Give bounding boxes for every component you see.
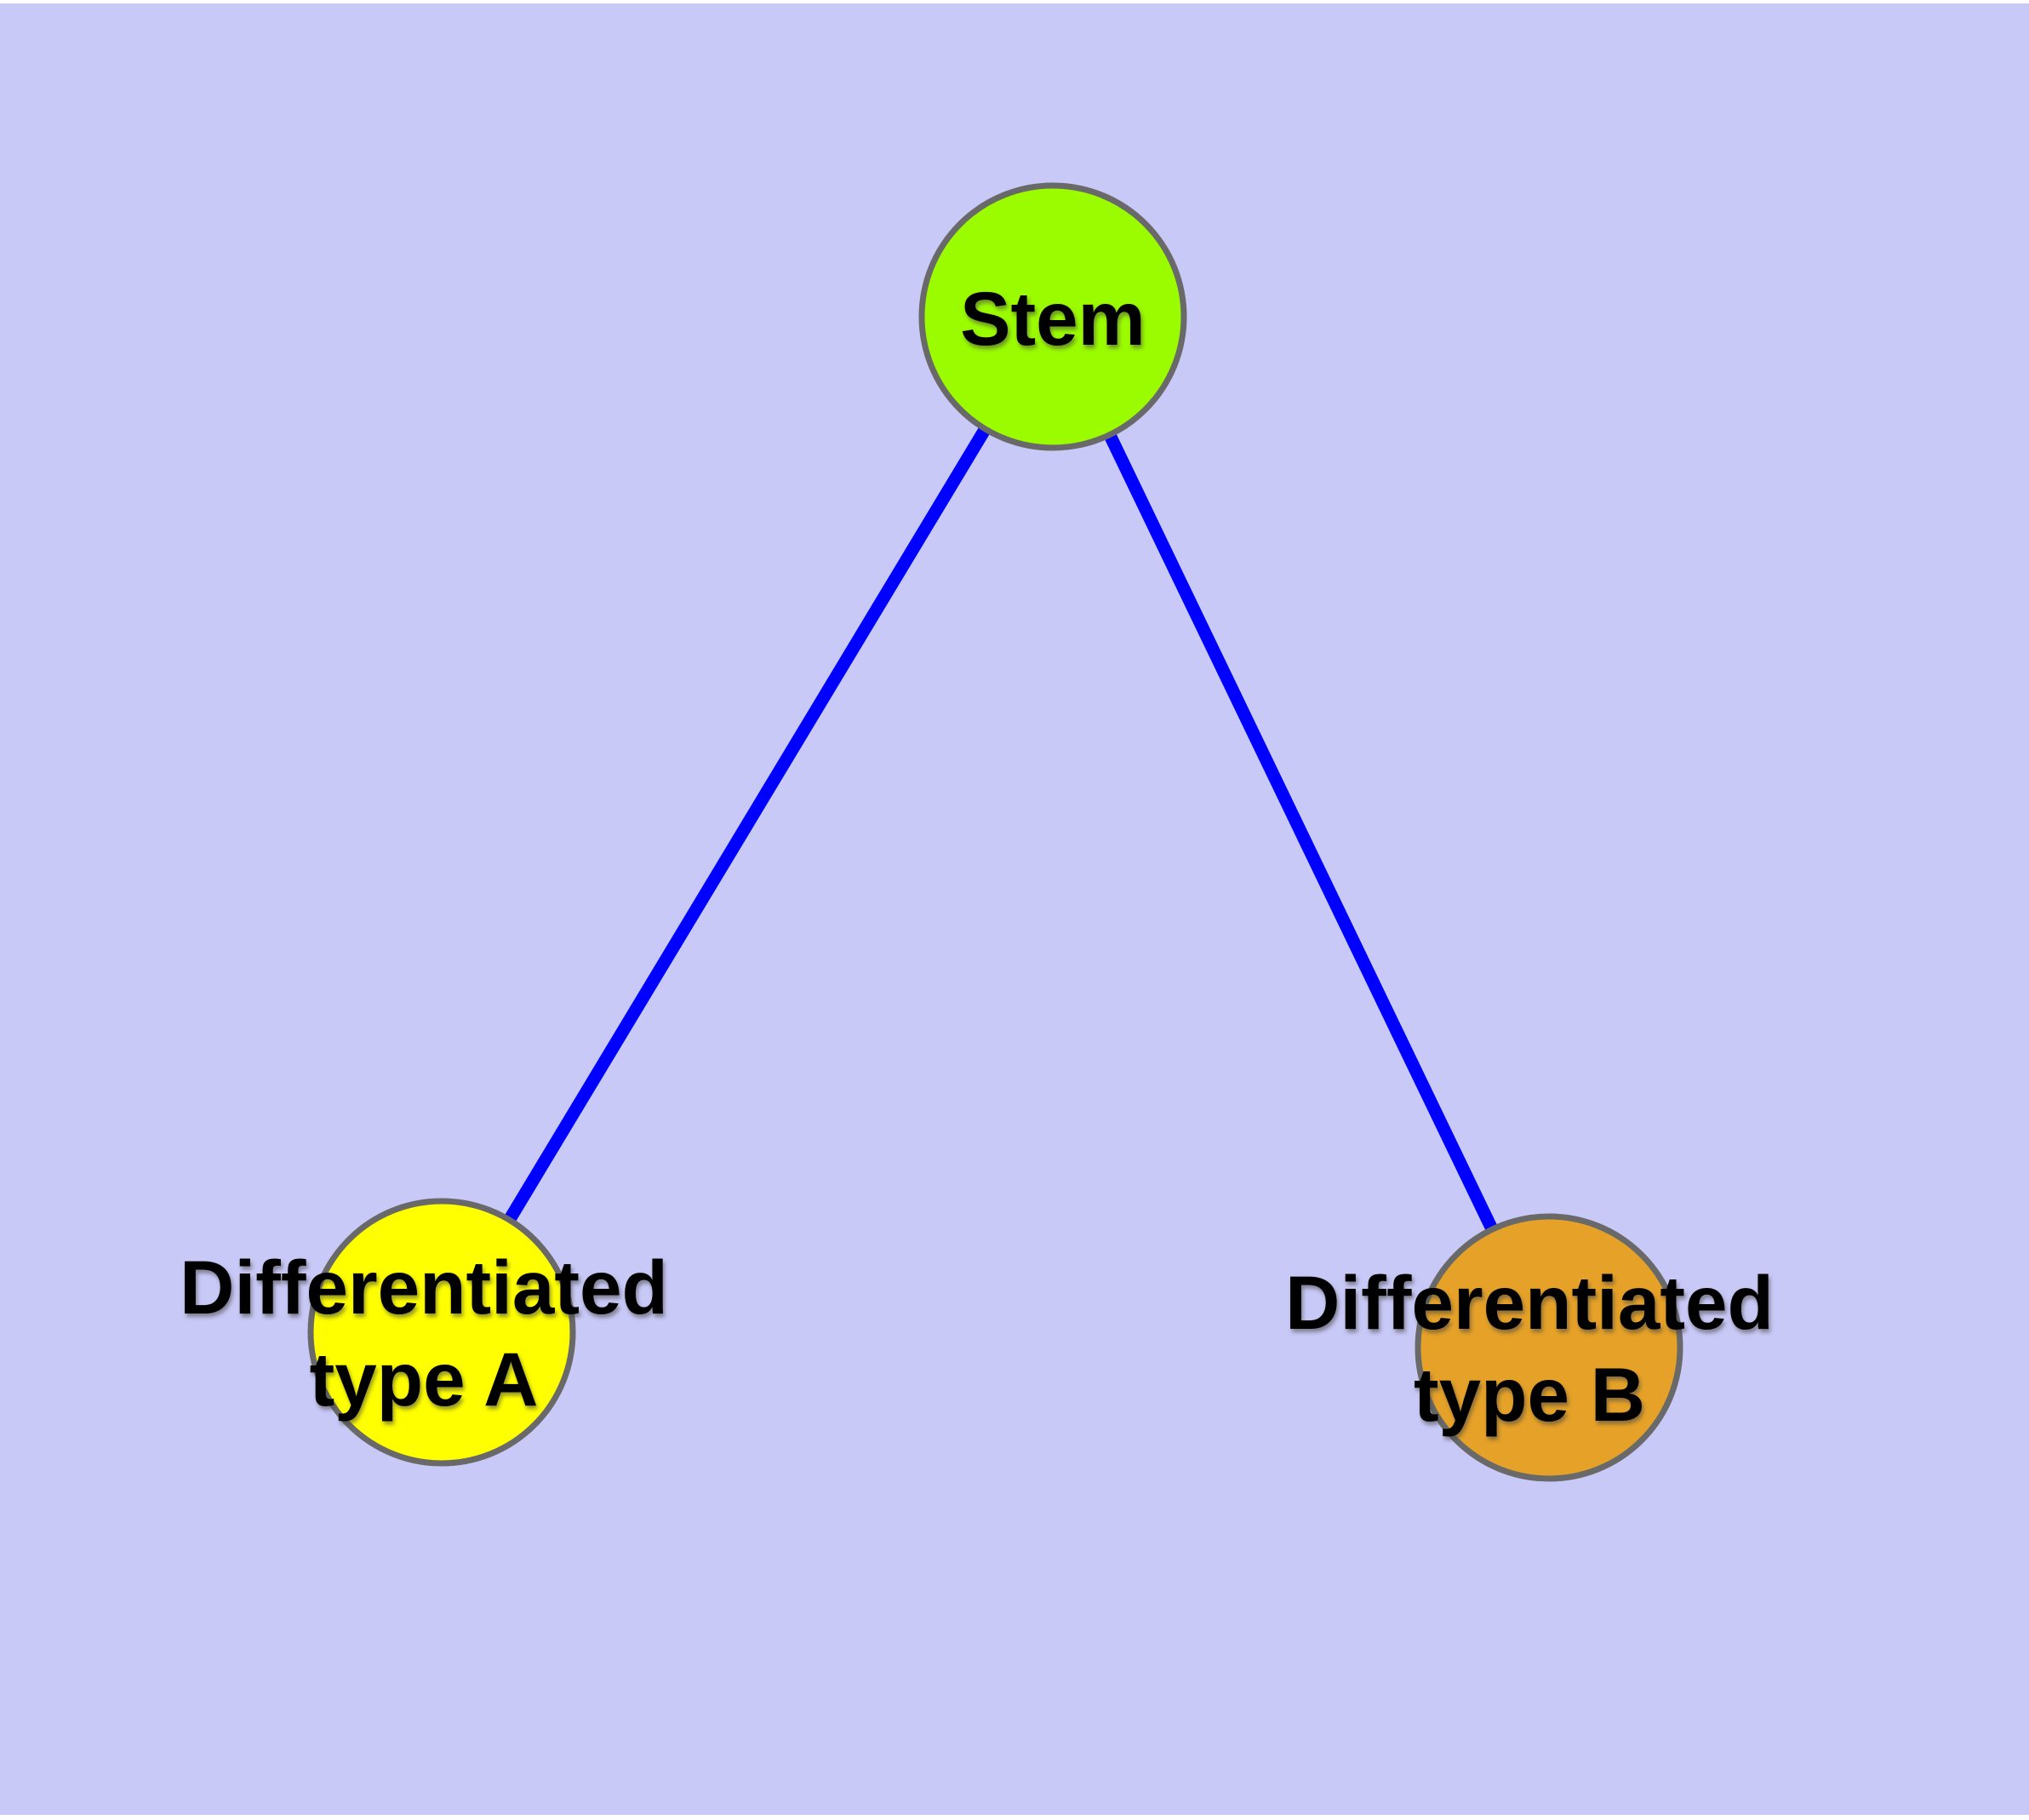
- edge-stem-to-type-a: [436, 313, 1059, 1336]
- edge-stem-to-type-b: [1047, 313, 1555, 1351]
- node-stem[interactable]: [918, 182, 1187, 451]
- node-differentiated-type-b[interactable]: [1415, 1213, 1683, 1482]
- node-differentiated-type-a[interactable]: [307, 1198, 576, 1467]
